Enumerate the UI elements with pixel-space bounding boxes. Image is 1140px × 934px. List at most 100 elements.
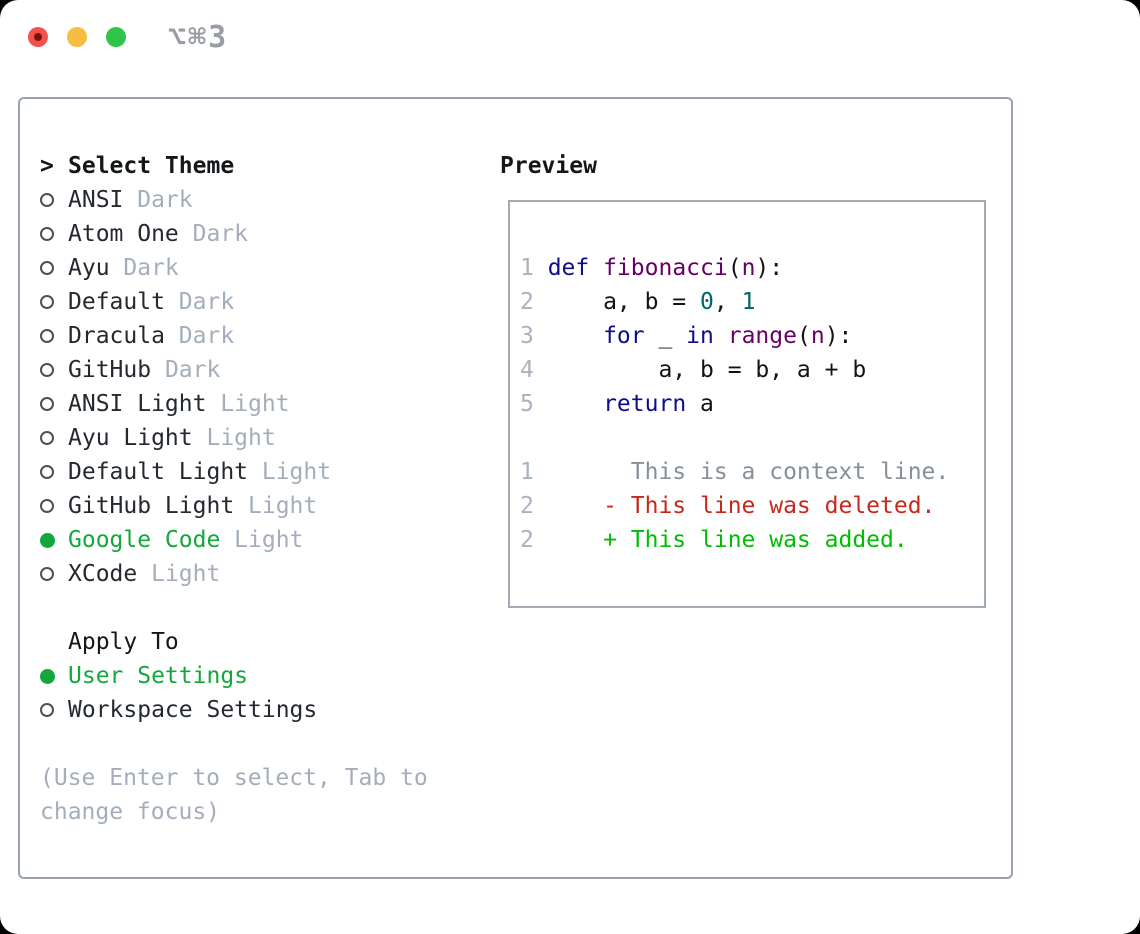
- radio-circle: [40, 465, 54, 479]
- theme-name: XCode: [68, 561, 138, 587]
- theme-variant: Dark: [164, 357, 221, 383]
- code-token: 0: [700, 289, 714, 315]
- close-button[interactable]: [28, 27, 48, 47]
- code-token: ):: [755, 255, 784, 281]
- apply-option-label: Workspace Settings: [68, 697, 318, 723]
- line-number: 2: [520, 289, 534, 315]
- code-token: (: [727, 255, 742, 281]
- radio-circle: [40, 329, 54, 343]
- code-line: 2 a, b = 0, 1: [520, 285, 984, 319]
- code-token: return: [603, 391, 687, 417]
- code-token: ,: [713, 289, 742, 315]
- radio-icon: [40, 499, 68, 513]
- apply-to-header: Apply To: [40, 625, 428, 659]
- code-token: (: [796, 323, 811, 349]
- line-number: 1: [520, 459, 534, 485]
- hint-text-line-1: (Use Enter to select, Tab to: [40, 765, 428, 791]
- radio-icon: [40, 261, 68, 275]
- code-token: fibonacci: [603, 255, 728, 281]
- theme-name: GitHub Light: [68, 493, 235, 519]
- theme-variant: Light: [220, 391, 290, 417]
- theme-name: Ayu Light: [68, 425, 193, 451]
- theme-variant: Light: [248, 493, 318, 519]
- code-line: 3 for _ in range(n):: [520, 319, 984, 353]
- select-theme-header: > Select Theme: [40, 149, 428, 183]
- radio-circle: [40, 363, 54, 377]
- code-token: n: [810, 323, 825, 349]
- theme-option[interactable]: Ayu Light Light: [40, 421, 428, 455]
- minimize-button[interactable]: [67, 27, 87, 47]
- radio-icon: [40, 567, 68, 581]
- radio-circle: [40, 703, 54, 717]
- theme-variant: Dark: [123, 255, 179, 281]
- code-token: range: [727, 323, 797, 349]
- hint-text-line-2: change focus): [40, 799, 221, 825]
- code-token: a: [686, 391, 714, 417]
- radio-circle: [40, 567, 54, 581]
- theme-name: Default: [68, 289, 165, 315]
- code-token: for: [603, 323, 645, 349]
- radio-icon: [40, 193, 68, 207]
- apply-option[interactable]: Workspace Settings: [40, 693, 428, 727]
- radio-icon: [40, 703, 68, 717]
- theme-name: Google Code: [68, 527, 221, 553]
- theme-variant: Dark: [178, 323, 235, 349]
- blank-line: [520, 421, 984, 455]
- code-token: [714, 323, 728, 349]
- line-number: 4: [520, 357, 534, 383]
- radio-icon: [40, 363, 68, 377]
- theme-variant: Dark: [137, 187, 193, 213]
- radio-icon: [40, 431, 68, 445]
- code-token: a, b =: [547, 289, 701, 315]
- theme-option[interactable]: XCode Light: [40, 557, 428, 591]
- theme-name: Dracula: [68, 323, 165, 349]
- focus-caret-icon: >: [40, 153, 54, 179]
- code-line: 5 return a: [520, 387, 984, 421]
- apply-option[interactable]: User Settings: [40, 659, 428, 693]
- radio-icon: [40, 397, 68, 411]
- theme-variant: Light: [261, 459, 332, 485]
- radio-icon: [40, 329, 68, 343]
- radio-circle: [40, 431, 54, 445]
- theme-option[interactable]: ANSI Light Light: [40, 387, 428, 421]
- line-number: 1: [520, 255, 534, 281]
- radio-circle: [40, 227, 54, 241]
- zoom-button[interactable]: [106, 27, 126, 47]
- theme-name: ANSI Light: [68, 391, 207, 417]
- radio-circle: [40, 261, 54, 275]
- theme-variant: Light: [151, 561, 221, 587]
- line-number: 2: [520, 527, 534, 553]
- radio-icon: [40, 227, 68, 241]
- theme-option[interactable]: Dracula Dark: [40, 319, 428, 353]
- theme-option[interactable]: GitHub Light Light: [40, 489, 428, 523]
- line-number: 3: [520, 323, 534, 349]
- code-token: + This line was added.: [547, 527, 908, 553]
- theme-name: Atom One: [68, 221, 179, 247]
- radio-icon: [40, 295, 68, 309]
- radio-circle: [40, 532, 55, 548]
- line-number: 2: [520, 493, 534, 519]
- radio-icon: [40, 465, 68, 479]
- theme-option[interactable]: Default Light Light: [40, 455, 428, 489]
- radio-circle: [40, 295, 54, 309]
- radio-circle: [40, 499, 54, 513]
- diff-context-line: 1 This is a context line.: [520, 455, 984, 489]
- code-token: n: [741, 255, 756, 281]
- radio-circle: [40, 397, 54, 411]
- theme-variant: Light: [206, 425, 276, 451]
- code-token: [548, 391, 603, 417]
- theme-name: Default Light: [68, 459, 249, 485]
- spacer: [40, 727, 428, 761]
